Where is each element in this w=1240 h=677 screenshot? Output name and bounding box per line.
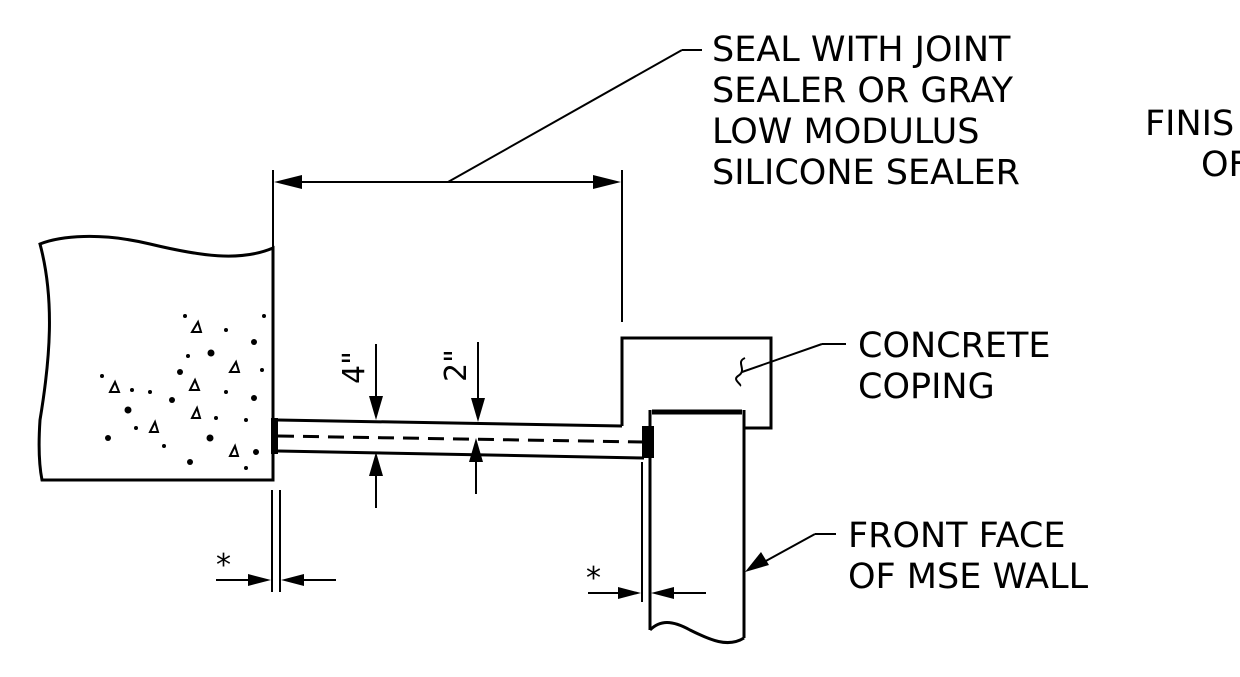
finish-label-partial: FINIS OF [1145, 104, 1240, 185]
mse-wall-panel [642, 409, 746, 644]
left-concrete-block [37, 234, 278, 482]
slab-thickness-dimension [369, 344, 383, 508]
aggregate-hatch [100, 314, 266, 470]
coping-label: CONCRETE COPING [858, 326, 1051, 407]
seal-leader-line [447, 49, 683, 183]
seal-span-dimension [272, 170, 623, 322]
seal-label-line-4: SILICONE SEALER [712, 153, 1020, 193]
mse-wall-label: FRONT FACE OF MSE WALL [848, 516, 1089, 597]
finish-label-line-2: OF [1201, 145, 1240, 185]
coping-leader [741, 343, 846, 373]
left-seal-strip [271, 418, 278, 454]
right-seal-strip [642, 426, 654, 458]
mse-wall-label-line-2: OF MSE WALL [848, 557, 1089, 597]
seal-label-line-2: SEALER OR GRAY [712, 71, 1014, 111]
left-gap-dimension [216, 490, 336, 592]
concrete-coping [620, 336, 773, 430]
seal-label: SEAL WITH JOINT SEALER OR GRAY LOW MODUL… [712, 30, 1020, 193]
seal-label-line-3: LOW MODULUS [712, 112, 979, 152]
left-gap-note: * [216, 548, 231, 583]
mse-wall-label-line-1: FRONT FACE [848, 516, 1066, 556]
right-gap-note: * [586, 561, 601, 596]
right-gap-dimension [588, 462, 706, 602]
coping-label-line-1: CONCRETE [858, 326, 1051, 366]
mse-wall-leader [745, 533, 836, 572]
sloped-slab [277, 418, 645, 460]
finish-label-line-1: FINIS [1145, 104, 1234, 144]
coping-label-line-2: COPING [858, 367, 995, 407]
seal-label-line-1: SEAL WITH JOINT [712, 30, 1011, 70]
slab-thickness-label: 4" [337, 351, 372, 384]
inner-thickness-label: 2" [439, 349, 474, 382]
inner-thickness-dimension [469, 342, 485, 494]
